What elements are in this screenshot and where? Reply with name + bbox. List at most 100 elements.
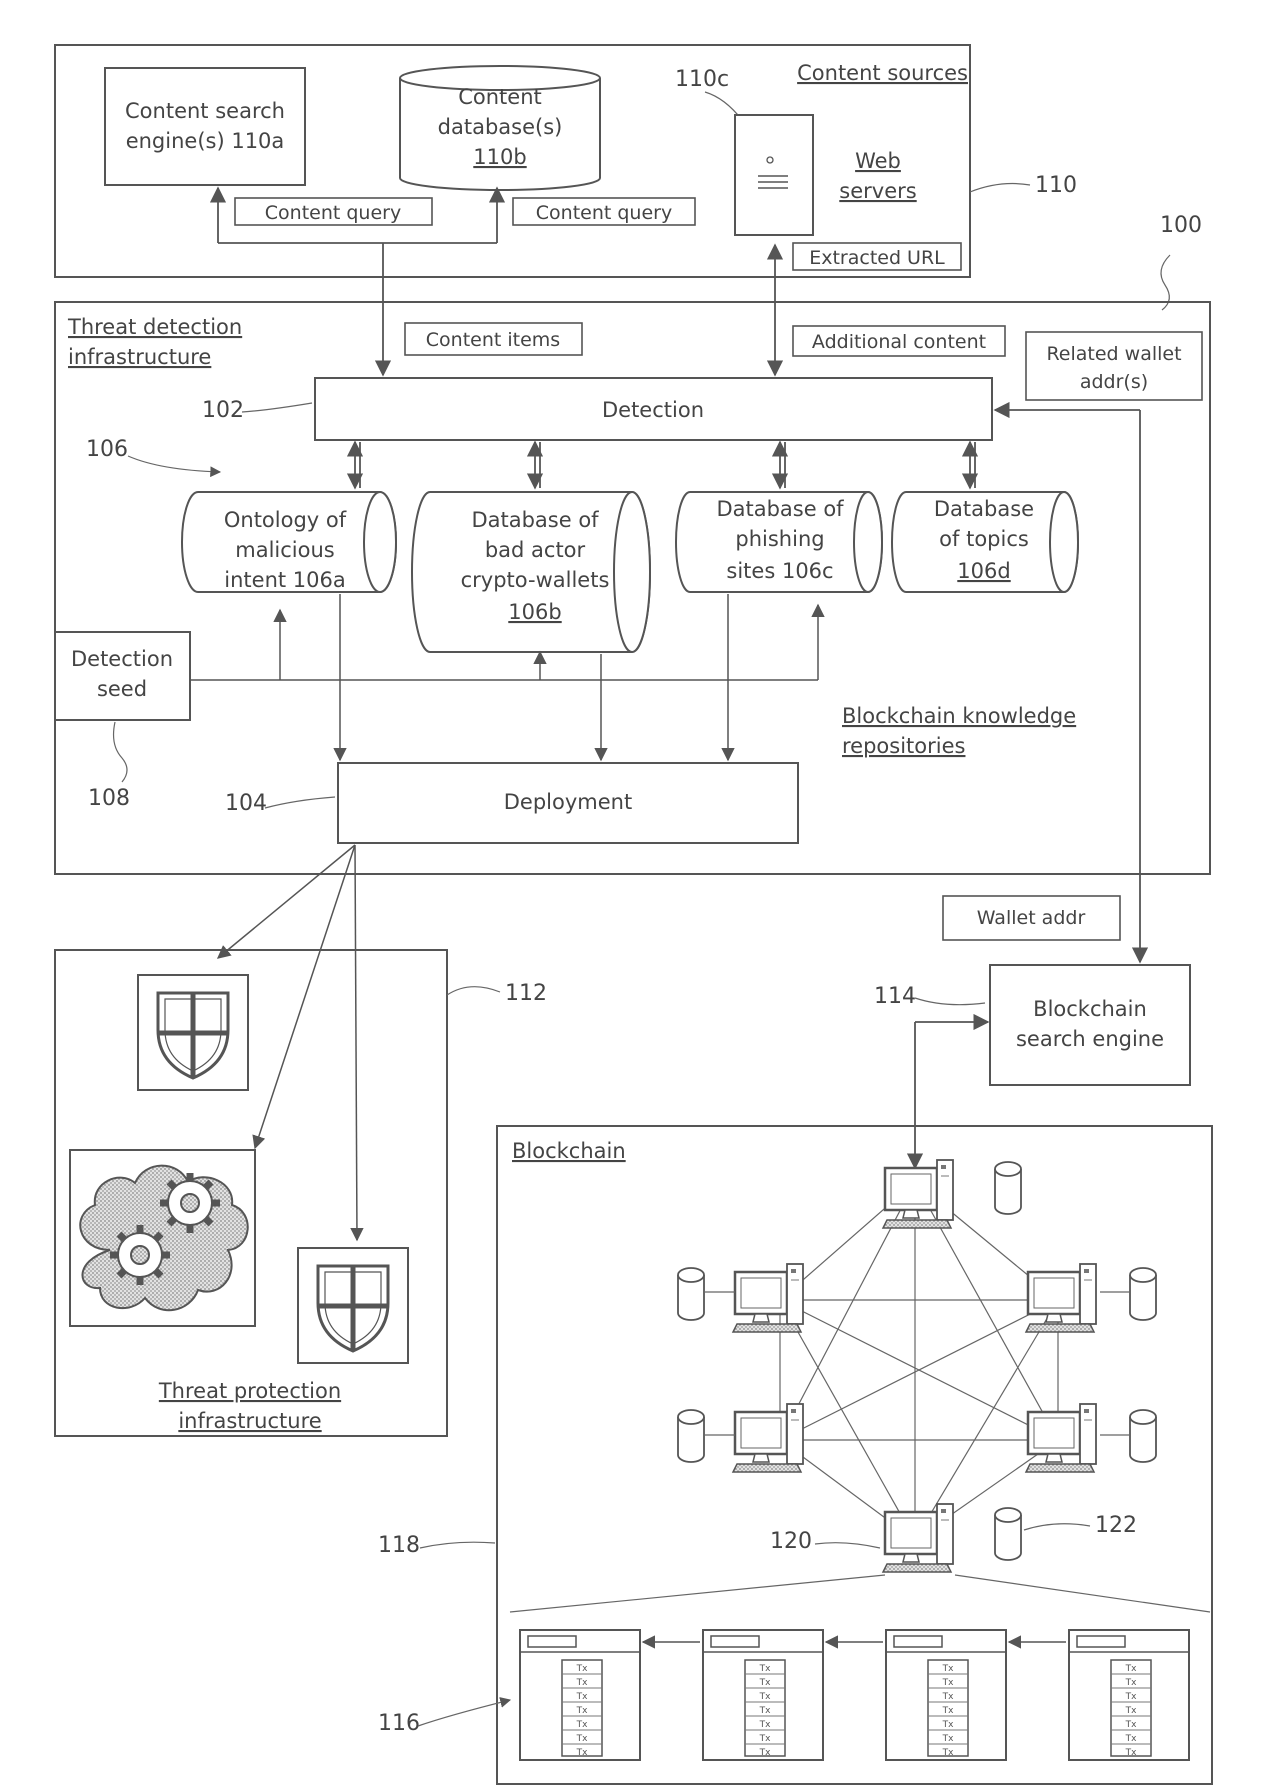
repo-a-label: intent 106a xyxy=(224,568,345,592)
blockchain-title: Blockchain xyxy=(512,1139,626,1163)
repo-a-label: malicious xyxy=(235,538,334,562)
wallet-addr-label: Wallet addr xyxy=(977,907,1086,929)
node-storage-icon xyxy=(1130,1410,1156,1462)
tx-label: Tx xyxy=(759,1734,771,1744)
ref-104: 104 xyxy=(225,791,267,816)
ref-110: 110 xyxy=(1035,173,1077,198)
tx-label: Tx xyxy=(942,1664,954,1674)
knowledge-label: repositories xyxy=(842,734,965,758)
ref-114: 114 xyxy=(874,984,916,1009)
node-storage-icon xyxy=(995,1508,1021,1560)
blockchain-search-label: search engine xyxy=(1016,1027,1164,1051)
extracted-url-label: Extracted URL xyxy=(809,247,945,269)
ref-110-leader xyxy=(970,184,1030,192)
repo-a-label: Ontology of xyxy=(224,508,347,532)
node-storage-icon xyxy=(995,1162,1021,1214)
ref-114-leader xyxy=(915,998,985,1005)
computer-node-icon xyxy=(733,1404,803,1472)
ref-100: 100 xyxy=(1160,213,1202,238)
tx-label: Tx xyxy=(1125,1748,1137,1758)
content-items-label: Content items xyxy=(426,329,560,351)
tx-label: Tx xyxy=(759,1720,771,1730)
tx-label: Tx xyxy=(1125,1706,1137,1716)
ledger-zoom-line xyxy=(510,1575,885,1612)
deployment-label: Deployment xyxy=(504,790,632,814)
repo-b-label: 106b xyxy=(508,600,561,624)
additional-content-label: Additional content xyxy=(812,331,986,353)
shield-icon xyxy=(138,975,248,1090)
ref-122: 122 xyxy=(1095,1513,1137,1538)
computer-node-icon xyxy=(883,1504,953,1572)
ledger-zoom-line xyxy=(955,1575,1210,1612)
knowledge-label: Blockchain knowledge xyxy=(842,704,1076,728)
ref-112-leader xyxy=(447,987,500,995)
ref-120-leader xyxy=(815,1543,880,1548)
computer-node-icon xyxy=(883,1160,953,1228)
content-database-label: 110b xyxy=(473,145,526,169)
ref-120: 120 xyxy=(770,1529,812,1554)
repo-c-label: sites 106c xyxy=(726,559,833,583)
threat-detection-title: infrastructure xyxy=(68,345,211,369)
node-storage-icon xyxy=(1130,1268,1156,1320)
tx-label: Tx xyxy=(759,1678,771,1688)
repo-c-label: phishing xyxy=(735,527,824,551)
ref-122-leader xyxy=(1024,1524,1090,1530)
content-search-engine-box xyxy=(105,68,305,185)
computer-node-icon xyxy=(733,1264,803,1332)
threat-protection-title: Threat protection xyxy=(158,1379,341,1403)
ref-108: 108 xyxy=(88,786,130,811)
tx-label: Tx xyxy=(576,1664,588,1674)
tx-label: Tx xyxy=(1125,1664,1137,1674)
node-storage-icon xyxy=(678,1410,704,1462)
web-server-ref: 110c xyxy=(675,67,729,92)
tx-label: Tx xyxy=(942,1706,954,1716)
tx-label: Tx xyxy=(1125,1678,1137,1688)
repo-d-label: of topics xyxy=(939,527,1029,551)
ref-112: 112 xyxy=(505,981,547,1006)
detection-seed-label: Detection xyxy=(71,647,173,671)
ref-104-leader xyxy=(265,797,335,808)
threat-detection-title: Threat detection xyxy=(67,315,242,339)
ref-118-leader xyxy=(420,1542,495,1548)
ref-102: 102 xyxy=(202,398,244,423)
ref-102-leader xyxy=(242,403,312,412)
shield-icon xyxy=(298,1248,408,1363)
repo-b-label: Database of xyxy=(471,508,599,532)
computer-node-icon xyxy=(1026,1404,1096,1472)
ref-116: 116 xyxy=(378,1711,420,1736)
tx-label: Tx xyxy=(759,1692,771,1702)
related-wallet-label: Related wallet xyxy=(1046,343,1181,365)
blockchain-search-engine-box xyxy=(990,965,1190,1085)
detection-seed-box xyxy=(55,632,190,720)
detection-label: Detection xyxy=(602,398,704,422)
content-search-engine-label: engine(s) 110a xyxy=(126,129,285,153)
ref-106: 106 xyxy=(86,437,128,462)
repo-c-label: Database of xyxy=(716,497,844,521)
tx-label: Tx xyxy=(942,1678,954,1688)
computer-node-icon xyxy=(1026,1264,1096,1332)
search-blockchain-arrows xyxy=(915,1022,988,1168)
repo-b-label: crypto-wallets xyxy=(461,568,610,592)
related-wallet-label: addr(s) xyxy=(1080,371,1148,393)
ref-106-leader xyxy=(128,456,220,472)
tx-label: Tx xyxy=(1125,1720,1137,1730)
blockchain-mesh xyxy=(780,1182,1058,1540)
tx-label: Tx xyxy=(576,1720,588,1730)
tx-label: Tx xyxy=(1125,1692,1137,1702)
tx-label: Tx xyxy=(759,1706,771,1716)
repo-b-label: bad actor xyxy=(485,538,586,562)
cloud-gears-icon xyxy=(70,1150,255,1326)
tx-label: Tx xyxy=(942,1720,954,1730)
tx-label: Tx xyxy=(576,1692,588,1702)
content-database-label: database(s) xyxy=(438,115,563,139)
threat-protection-title: infrastructure xyxy=(178,1409,321,1433)
tx-label: Tx xyxy=(576,1706,588,1716)
ref-118: 118 xyxy=(378,1533,420,1558)
tx-label: Tx xyxy=(942,1748,954,1758)
blockchain-search-label: Blockchain xyxy=(1033,997,1147,1021)
content-database-label: Content xyxy=(458,85,542,109)
tx-label: Tx xyxy=(576,1678,588,1688)
ref-108-leader xyxy=(114,722,127,782)
detection-seed-label: seed xyxy=(97,677,147,701)
